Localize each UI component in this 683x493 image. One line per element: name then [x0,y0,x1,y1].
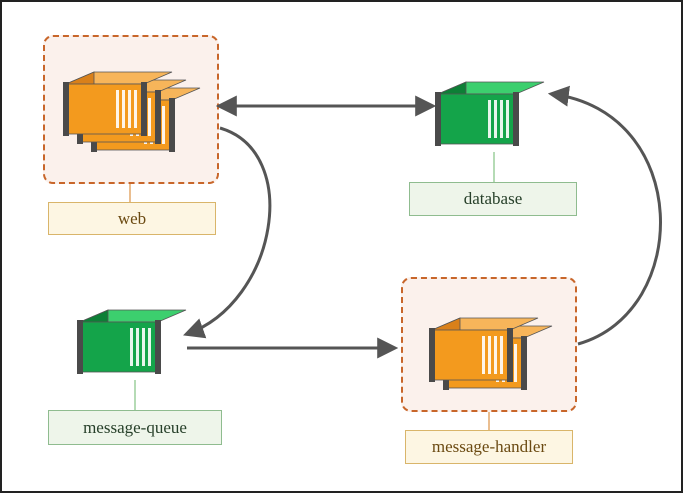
container-corner-post [141,82,147,136]
container-corner-post [513,92,519,146]
message-queue-label: message-queue [48,410,222,445]
container-door-stripe [514,344,517,382]
container-corner-post [429,328,435,382]
web-container-stack-icon[interactable] [63,71,201,152]
container-door-stripe [488,336,491,374]
container-door-stripe [500,100,503,138]
container-corner-post [169,98,175,152]
web-label: web [48,202,216,235]
container-door-stripe [494,100,497,138]
container-door-stripe [482,336,485,374]
container-corner-post [63,82,69,136]
container-front-face [437,93,517,145]
container-corner-post [155,320,161,374]
container-front-face [431,329,511,381]
database-container-icon[interactable] [435,81,545,146]
message-handler-container-stack-icon[interactable] [429,317,553,390]
container-corner-post [77,320,83,374]
message-handler-label: message-handler [405,430,573,464]
database-label: database [409,182,577,216]
container-door-stripe [136,328,139,366]
container-door-stripe [142,328,145,366]
container-corner-post [507,328,513,382]
container-door-stripe [134,90,137,128]
container-door-stripe [122,90,125,128]
edge-web-message-queue[interactable] [183,126,272,339]
container-door-stripe [128,90,131,128]
container-door-stripe [500,336,503,374]
container-door-stripe [148,328,151,366]
container-door-stripe [494,336,497,374]
container-door-stripe [488,100,491,138]
container-door-stripe [148,98,151,136]
container-front-face [65,83,145,135]
container-door-stripe [162,106,165,144]
container-door-stripe [506,100,509,138]
container-corner-post [521,336,527,390]
container-front-face [79,321,159,373]
edge-message-handler-database[interactable] [547,85,662,346]
container-corner-post [155,90,161,144]
container-door-stripe [130,328,133,366]
container-door-stripe [116,90,119,128]
message-queue-container-icon[interactable] [77,309,187,374]
container-corner-post [435,92,441,146]
